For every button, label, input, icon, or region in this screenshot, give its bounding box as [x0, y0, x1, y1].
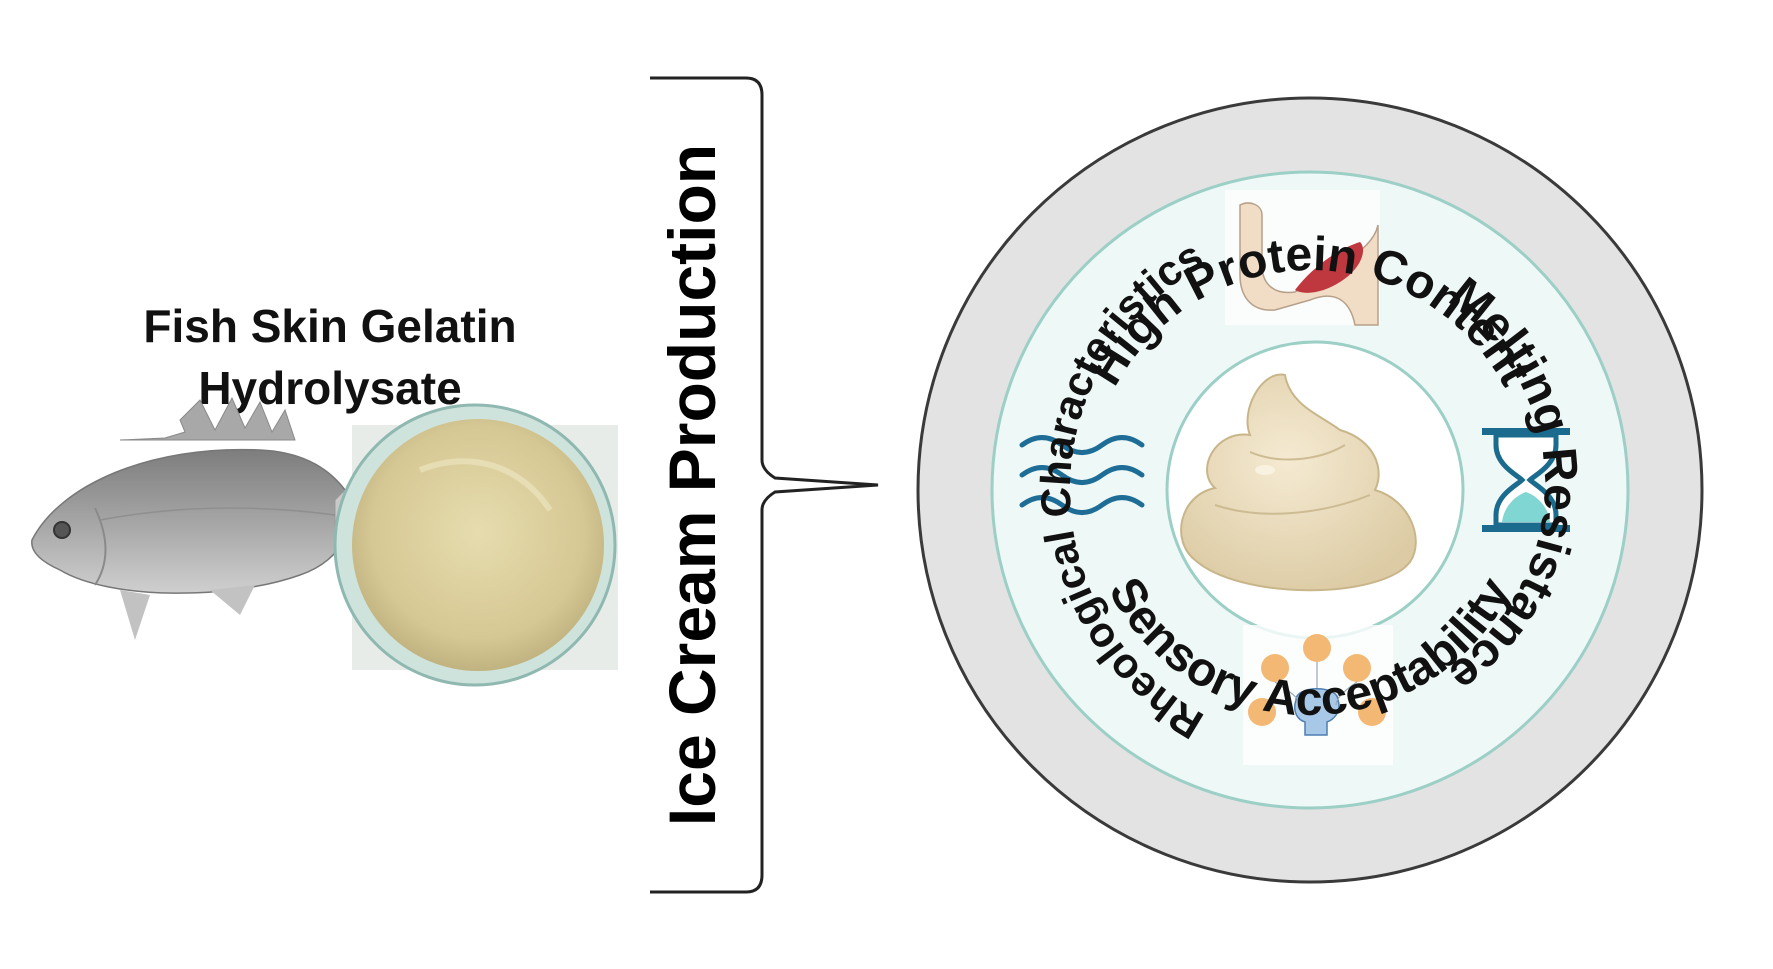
hourglass-icon — [1482, 428, 1570, 532]
gelatin-powder-dish — [333, 403, 618, 687]
waves-icon — [1019, 435, 1145, 515]
source-title-line2: Hydrolysate — [198, 362, 462, 414]
flexed-arm-muscle-icon — [1225, 190, 1380, 326]
curly-brace — [650, 76, 879, 894]
process-label: Ice Cream Production — [655, 144, 729, 826]
source-title-line1: Fish Skin Gelatin — [143, 300, 517, 352]
source-title: Fish Skin Gelatin Hydrolysate — [100, 295, 560, 419]
five-senses-icon — [1243, 625, 1393, 765]
ice-cream-swirl — [1180, 373, 1417, 592]
